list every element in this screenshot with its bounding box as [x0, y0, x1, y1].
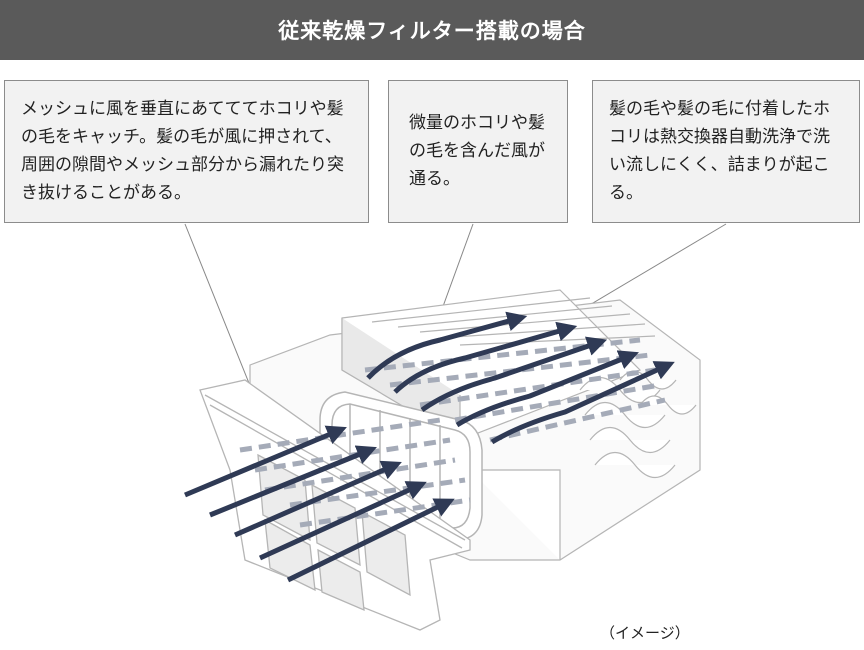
callout-mesh: メッシュに風を垂直にあてててホコリや髪の毛をキャッチ。髪の毛が風に押されて、周囲… — [4, 80, 369, 223]
header-title: 従来乾燥フィルター搭載の場合 — [278, 19, 586, 43]
callout-clog: 髪の毛や髪の毛に付着したホコリは熱交換器自動洗浄で洗い流しにくく、詰まりが起こる… — [592, 80, 860, 223]
header-banner: 従来乾燥フィルター搭載の場合 — [0, 0, 864, 60]
airflow-arrows-out — [366, 311, 675, 445]
airflow-arrows-in — [184, 425, 455, 583]
callout-airflow: 微量のホコリや髪の毛を含んだ風が通る。 — [388, 80, 568, 223]
image-caption: （イメージ） — [600, 624, 690, 642]
callout-clog-text: 髪の毛や髪の毛に付着したホコリは熱交換器自動洗浄で洗い流しにくく、詰まりが起こる… — [609, 99, 830, 203]
callout-airflow-text: 微量のホコリや髪の毛を含んだ風が通る。 — [409, 113, 545, 189]
callout-mesh-text: メッシュに風を垂直にあてててホコリや髪の毛をキャッチ。髪の毛が風に押されて、周囲… — [21, 99, 344, 203]
